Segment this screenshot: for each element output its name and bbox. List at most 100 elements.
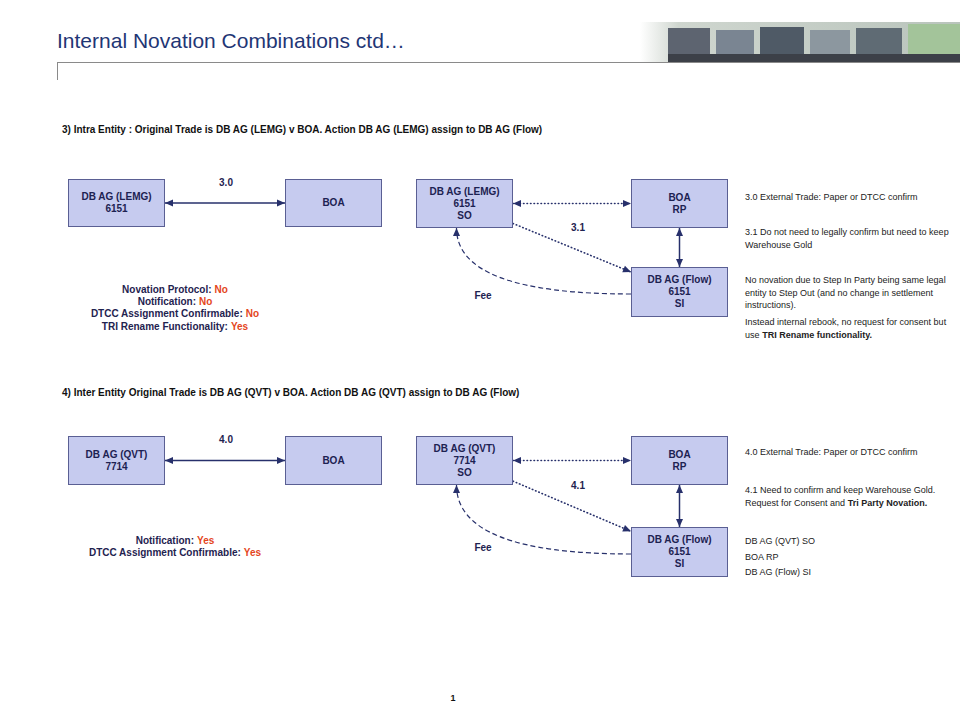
section-heading: 3) Intra Entity : Original Trade is DB A… <box>62 124 542 136</box>
label-text: No novation due to Step In Party being s… <box>745 275 946 310</box>
connector-line <box>165 202 285 204</box>
box-text: DB AG (Flow) <box>647 534 711 546</box>
box-text: DB AG (LEMG) <box>429 186 499 198</box>
photo-screen <box>760 27 804 54</box>
connector-label: 4.0 <box>217 434 235 446</box>
entity-box: BOARP <box>631 436 728 485</box>
entity-box: DB AG (LEMG)6151SO <box>416 179 513 228</box>
entity-box: BOARP <box>631 179 728 228</box>
box-text: 6151 <box>668 546 690 558</box>
label-text: 4.0 External Trade: Paper or DTCC confir… <box>745 447 918 457</box>
title-rule <box>57 62 960 63</box>
label-text: 4) Inter Entity Original Trade is DB AG … <box>62 387 519 398</box>
page-title: Internal Novation Combinations ctd… <box>57 29 405 53</box>
arrow-head <box>622 266 631 272</box>
status-value: Yes <box>244 547 261 558</box>
connector-line <box>513 203 631 205</box>
connector <box>165 457 285 464</box>
note-text: BOA RP <box>745 551 955 564</box>
label-text: Novation Protocol: <box>122 284 211 295</box>
summary-line: TRI Rename Functionality:Yes <box>50 321 300 333</box>
note-text: DB AG (Flow) SI <box>745 566 955 579</box>
connector <box>676 228 683 267</box>
note-text: 3.1 Do not need to legally confirm but n… <box>745 226 955 251</box>
status-value: No <box>246 308 259 319</box>
box-text: BOA <box>322 455 344 467</box>
box-text: BOA <box>668 192 690 204</box>
summary-line: Novation Protocol: No <box>50 284 300 296</box>
label-text: DB AG (QVT) SO <box>745 536 815 546</box>
box-text: BOA <box>322 197 344 209</box>
connector <box>165 200 285 207</box>
arrow-head <box>623 457 631 464</box>
box-text: RP <box>673 461 687 473</box>
box-text: 6151 <box>105 203 127 215</box>
label-text: Notification: <box>138 296 196 307</box>
entity-box: DB AG (QVT)7714SO <box>416 436 513 485</box>
note-text: 3.0 External Trade: Paper or DTCC confir… <box>745 191 955 204</box>
label-text: 3.0 External Trade: Paper or DTCC confir… <box>745 192 918 202</box>
arrow-head <box>277 457 285 464</box>
header-photo <box>640 22 960 62</box>
arrow-head <box>277 200 285 207</box>
entity-box: DB AG (LEMG)6151 <box>68 179 165 227</box>
box-text: SI <box>675 558 684 570</box>
arrow-head <box>453 485 460 493</box>
box-text: 7714 <box>105 461 127 473</box>
summary-line: DTCC Assignment Confirmable:Yes <box>50 547 300 559</box>
box-text: DB AG (Flow) <box>647 274 711 286</box>
photo-screen <box>908 24 960 54</box>
connector-label: 3.0 <box>217 177 235 189</box>
entity-box: DB AG (Flow)6151SI <box>631 267 728 317</box>
arrow-head <box>623 200 631 207</box>
title-tick <box>57 62 58 80</box>
arrow-head <box>676 519 683 527</box>
entity-box: BOA <box>285 179 382 227</box>
arrow-head <box>676 228 683 236</box>
box-text: DB AG (LEMG) <box>81 191 151 203</box>
page-number: 1 <box>433 693 473 703</box>
arrow-head <box>165 200 173 207</box>
photo-screen <box>856 28 902 54</box>
note-text: Instead internal rebook, no request for … <box>745 316 955 341</box>
note-text: DB AG (QVT) SO <box>745 535 955 548</box>
label-text: TRI Rename functionality. <box>762 330 872 340</box>
connector <box>513 200 631 207</box>
summary-line: Notification:No <box>50 296 300 308</box>
label-text: BOA RP <box>745 552 779 562</box>
arrow-head <box>513 200 521 207</box>
note-text: 4.1 Need to confirm and keep Warehouse G… <box>745 484 955 509</box>
label-text: Tri Party Novation. <box>848 498 928 508</box>
arrow-head <box>513 457 521 464</box>
connector <box>676 485 683 527</box>
label-text: DTCC Assignment Confirmable: <box>89 547 241 558</box>
box-text: DB AG (QVT) <box>86 449 148 461</box>
photo-screen <box>668 28 710 54</box>
connector-line <box>513 460 631 462</box>
box-text: SO <box>457 210 471 222</box>
label-text: 1 <box>450 693 455 703</box>
box-text: 6151 <box>668 286 690 298</box>
arrow-head <box>165 457 173 464</box>
label-text: 3.1 Do not need to legally confirm but n… <box>745 227 949 250</box>
entity-box: BOA <box>285 436 382 485</box>
status-value: No <box>199 296 212 307</box>
box-text: RP <box>673 204 687 216</box>
section-heading: 4) Inter Entity Original Trade is DB AG … <box>62 387 519 399</box>
summary-line: Notification:Yes <box>50 535 300 547</box>
status-value: No <box>215 284 228 295</box>
box-text: BOA <box>668 449 690 461</box>
photo-desk <box>668 54 960 62</box>
box-text: DB AG (QVT) <box>434 443 496 455</box>
connector-line <box>165 460 285 462</box>
status-value: Yes <box>197 535 214 546</box>
box-text: 7714 <box>453 455 475 467</box>
arrow-head <box>676 485 683 493</box>
connector <box>513 457 631 464</box>
note-text: No novation due to Step In Party being s… <box>745 274 955 312</box>
connector-label: Fee <box>472 290 493 302</box>
